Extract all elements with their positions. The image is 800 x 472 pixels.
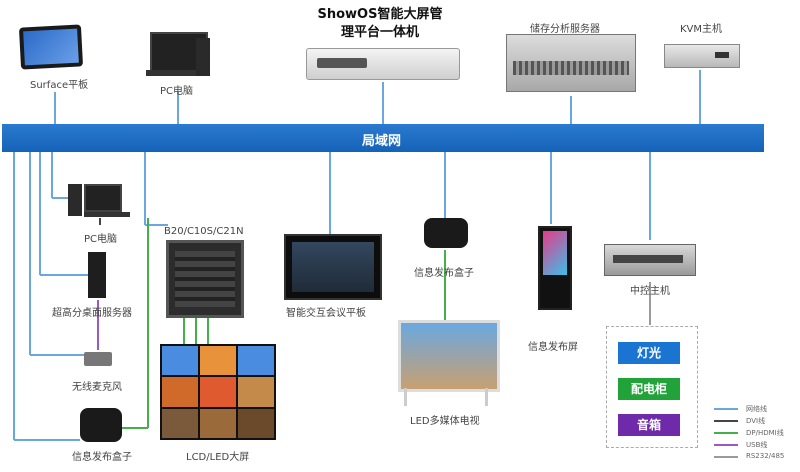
pc-top-label: PC电脑 (160, 86, 194, 97)
kvm-label: KVM主机 (680, 24, 723, 35)
lcd-wall-icon (160, 344, 276, 440)
pc-top-keyboard-icon (146, 70, 196, 76)
legend-label-usb: USB线 (746, 441, 768, 449)
lcd-wall-label: LCD/LED大屏 (186, 452, 250, 463)
wireless-mic-icon (84, 352, 112, 366)
controls-box (606, 326, 698, 448)
legend-swatch-dvi (714, 420, 738, 422)
info-screen-icon (538, 226, 572, 310)
super-server-label: 超高分桌面服务器 (52, 308, 132, 319)
info-box-mid-label: 信息发布盒子 (414, 268, 474, 279)
central-control-icon (604, 244, 696, 276)
speaker-tag: 音箱 (618, 414, 680, 436)
info-box-left-icon (80, 408, 122, 442)
smart-panel-label: 智能交互会议平板 (286, 308, 366, 319)
showos-server-icon (306, 48, 460, 80)
wireless-mic-label: 无线麦克风 (72, 382, 122, 393)
surface-tablet-icon (18, 24, 84, 70)
led-tv-stand-icon (404, 388, 488, 406)
pc-left-keyboard-icon (84, 212, 130, 217)
page-title: ShowOS智能大屏管 理平台一体机 (300, 6, 460, 42)
pc-left-tower-icon (68, 184, 82, 216)
legend-label-hdmi: DP/HDMI线 (746, 429, 784, 437)
lan-bar (2, 124, 764, 152)
storage-server-icon (506, 34, 636, 92)
legend-label-rs232: RS232/485 (746, 452, 785, 460)
led-tv-icon (398, 320, 500, 392)
storage-server-label: 储存分析服务器 (530, 24, 600, 35)
pc-left-monitor-icon (84, 184, 122, 212)
lighting-tag: 灯光 (618, 342, 680, 364)
smart-panel-icon (284, 234, 382, 300)
title-line-1: ShowOS智能大屏管 (317, 7, 443, 22)
central-control-label: 中控主机 (630, 286, 670, 297)
power-cabinet-tag: 配电柜 (618, 378, 680, 400)
kvm-host-icon (664, 44, 740, 68)
legend-label-dvi: DVI线 (746, 417, 766, 425)
lan-label: 局域网 (362, 134, 402, 149)
controller-model-label: B20/C10S/C21N (164, 226, 244, 237)
controller-chassis-icon (166, 240, 244, 318)
info-box-mid-icon (424, 218, 468, 248)
pc-left-label: PC电脑 (84, 234, 118, 245)
legend-label-network: 网络线 (746, 405, 767, 413)
legend-swatch-usb (714, 444, 738, 446)
info-box-left-label: 信息发布盒子 (72, 452, 132, 463)
legend-swatch-rs232 (714, 456, 738, 458)
legend-swatch-hdmi (714, 432, 738, 434)
legend-swatch-network (714, 408, 738, 410)
info-screen-label: 信息发布屏 (528, 342, 578, 353)
super-server-icon (88, 252, 106, 298)
led-tv-label: LED多媒体电视 (410, 416, 480, 427)
title-line-2: 理平台一体机 (340, 25, 419, 40)
surface-label: Surface平板 (30, 80, 89, 91)
pc-top-tower-icon (196, 38, 210, 76)
